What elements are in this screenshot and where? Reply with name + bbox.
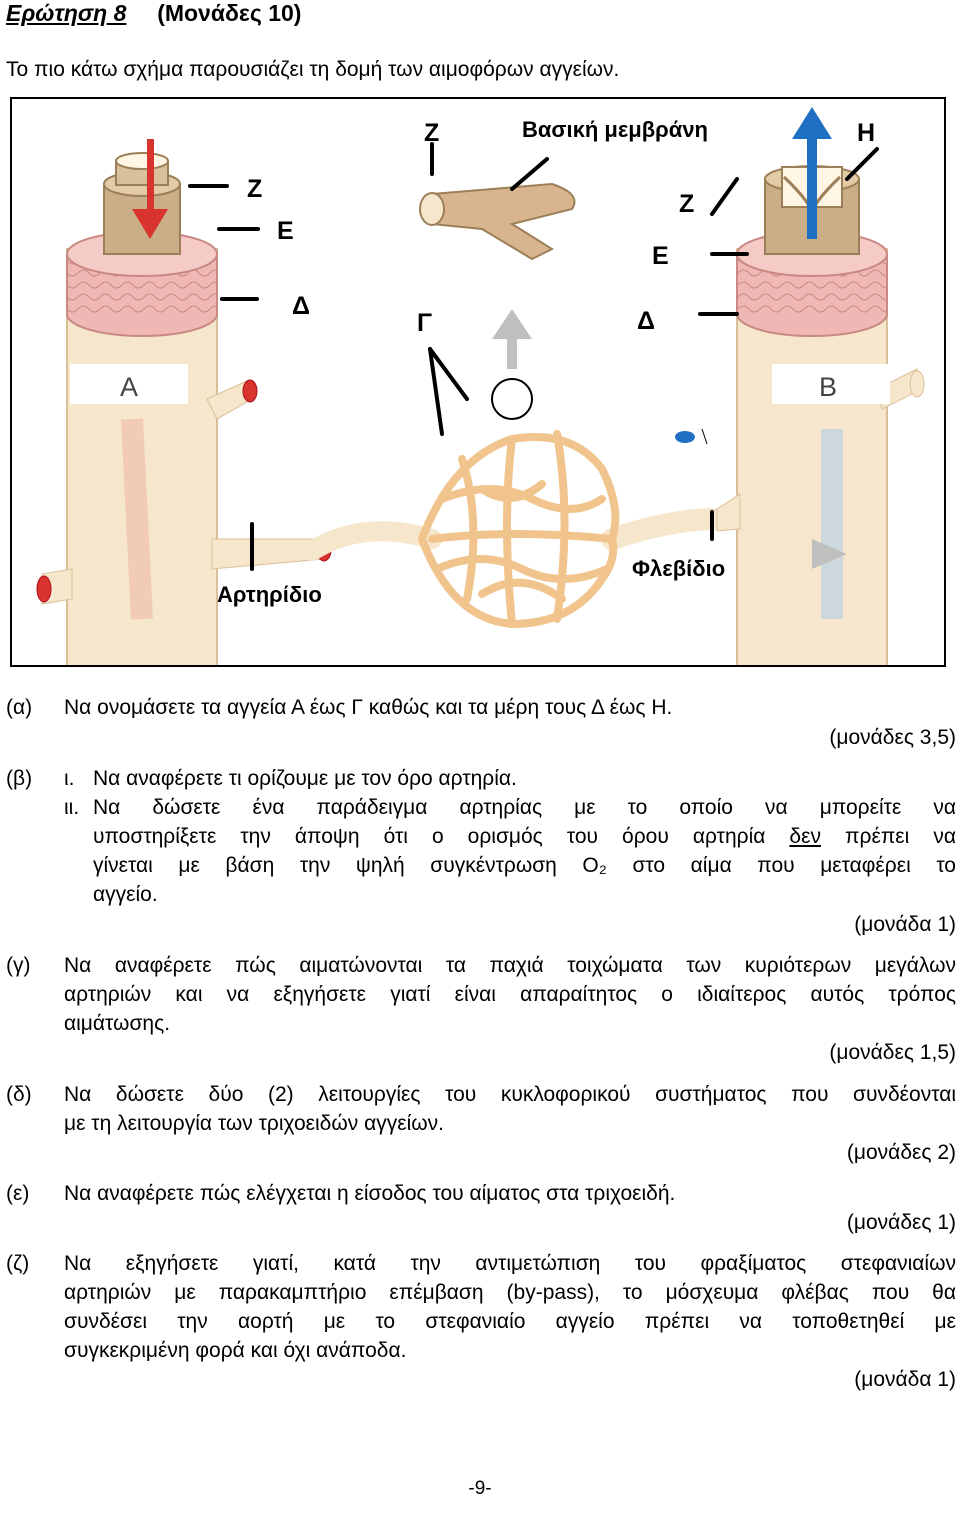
label-z-left: Ζ (247, 175, 262, 203)
item-b-ii-line2-underlined: δεν (789, 825, 821, 848)
vein-blood-arrow (792, 107, 832, 239)
vein-lumen-opening (675, 431, 695, 443)
item-c-line2: αρτηριών και να εξηγήσετε γιατί είναι απ… (64, 983, 956, 1006)
item-e-marks: (μονάδες 1) (846, 1211, 956, 1234)
page-number: -9- (468, 1478, 492, 1499)
item-a-text: Να ονομάσετε τα αγγεία Α έως Γ καθώς και… (64, 696, 673, 719)
item-b-ii-line2-a: υποστηρίξετε την άποψη ότι ο ορισμός του… (93, 825, 790, 848)
item-e-line1: Να αναφέρετε πώς ελέγχεται η είσοδος του… (64, 1182, 676, 1205)
item-b-ii-line1: Να δώσετε ένα παράδειγμα αρτηρίας με το … (93, 796, 956, 819)
label-box-a (70, 364, 188, 404)
item-b-i-text: Να αναφέρετε τι ορίζουμε με τον όρο αρτη… (93, 767, 517, 790)
item-b-ii-num: ιι. (64, 796, 80, 819)
label-basement-membrane: Βασική μεμβράνη (522, 117, 708, 142)
item-b-i-num: ι. (64, 767, 75, 790)
blood-vessel-figure: Ζ Βασική μεμβράνη Η Ζ Ε Δ Γ Ζ Ε Δ Α Β Αρ… (10, 97, 946, 667)
item-b-ii-line2-b: πρέπει να (820, 825, 957, 848)
item-letter-b: (β) (6, 767, 33, 790)
label-e-right: Ε (652, 242, 669, 270)
item-z-line3: συνδέσει την αορτή με το στεφανιαίο αγγε… (64, 1310, 956, 1333)
item-d-line1: Να δώσετε δύο (2) λειτουργίες του κυκλοφ… (64, 1083, 956, 1106)
item-c-line1: Να αναφέρετε πώς αιματώνονται τα παχιά τ… (64, 954, 956, 977)
item-d-marks: (μονάδες 2) (846, 1141, 956, 1164)
intro-text: Το πιο κάτω σχήμα παρουσιάζει τη δομή τω… (6, 58, 620, 81)
capillary-inset (419, 182, 576, 261)
question-number: Ερώτηση 8 (6, 0, 127, 26)
item-letter-a: (α) (6, 696, 33, 719)
item-letter-d: (δ) (6, 1083, 32, 1106)
artery-lumen (115, 152, 169, 170)
artery-lumen-opening (242, 379, 258, 403)
label-box-b (772, 364, 890, 404)
item-z-marks: (μονάδα 1) (854, 1368, 956, 1391)
question-points: (Μονάδες 10) (157, 0, 302, 26)
artery-a (36, 139, 332, 665)
question-heading: Ερώτηση 8 (Μονάδες 10) (6, 0, 301, 27)
item-a-marks: (μονάδες 3,5) (829, 726, 956, 749)
item-c-marks: (μονάδες 1,5) (829, 1041, 956, 1064)
label-venule: Φλεβίδιο (632, 556, 725, 581)
item-b-ii-line4: αγγείο. (93, 883, 158, 906)
artery-blood-arrow (132, 139, 168, 239)
item-letter-e: (ε) (6, 1182, 30, 1205)
item-z-line2: αρτηριών με παρακαμπτήριο επέμβαση (by-p… (64, 1281, 956, 1304)
vein-b (675, 107, 925, 665)
item-z-line1: Να εξηγήσετε γιατί, κατά την αντιμετώπισ… (64, 1252, 956, 1275)
item-d-line2: με τη λειτουργία των τριχοειδών αγγείων. (64, 1112, 444, 1135)
label-z-top: Ζ (424, 119, 439, 147)
artery-lumen-opening-2 (36, 575, 52, 603)
item-letter-z: (ζ) (6, 1252, 30, 1275)
artery-flow-arrow (121, 418, 153, 620)
label-d-left: Δ (292, 292, 310, 320)
leader-lines (188, 142, 879, 571)
item-letter-c: (γ) (6, 954, 31, 977)
item-b-ii-line2: υποστηρίξετε την άποψη ότι ο ορισμός του… (93, 822, 956, 851)
item-z-line4: συγκεκριμένη φορά και όχι ανάποδα. (64, 1339, 407, 1362)
label-arteriole: Αρτηρίδιο (217, 582, 322, 607)
magnify-arrow (492, 309, 532, 369)
label-e-left: Ε (277, 217, 294, 245)
label-a: Α (120, 372, 138, 402)
label-g: Γ (417, 309, 432, 337)
label-b: Β (819, 372, 837, 402)
label-d-right: Δ (637, 307, 655, 335)
label-h: Η (857, 119, 875, 147)
capillary-highlight-circle (491, 378, 533, 420)
item-b-marks: (μονάδα 1) (854, 913, 956, 936)
item-b-ii-line3: γίνεται με βάση την ψηλή συγκέντρωση Ο₂ … (93, 854, 956, 877)
blood-vessel-diagram: Ζ Βασική μεμβράνη Η Ζ Ε Δ Γ Ζ Ε Δ Α Β Αρ… (36, 107, 925, 665)
capillary-bed-g (302, 309, 728, 629)
label-z-right: Ζ (679, 190, 694, 218)
item-c-line3: αιμάτωσης. (64, 1012, 171, 1035)
